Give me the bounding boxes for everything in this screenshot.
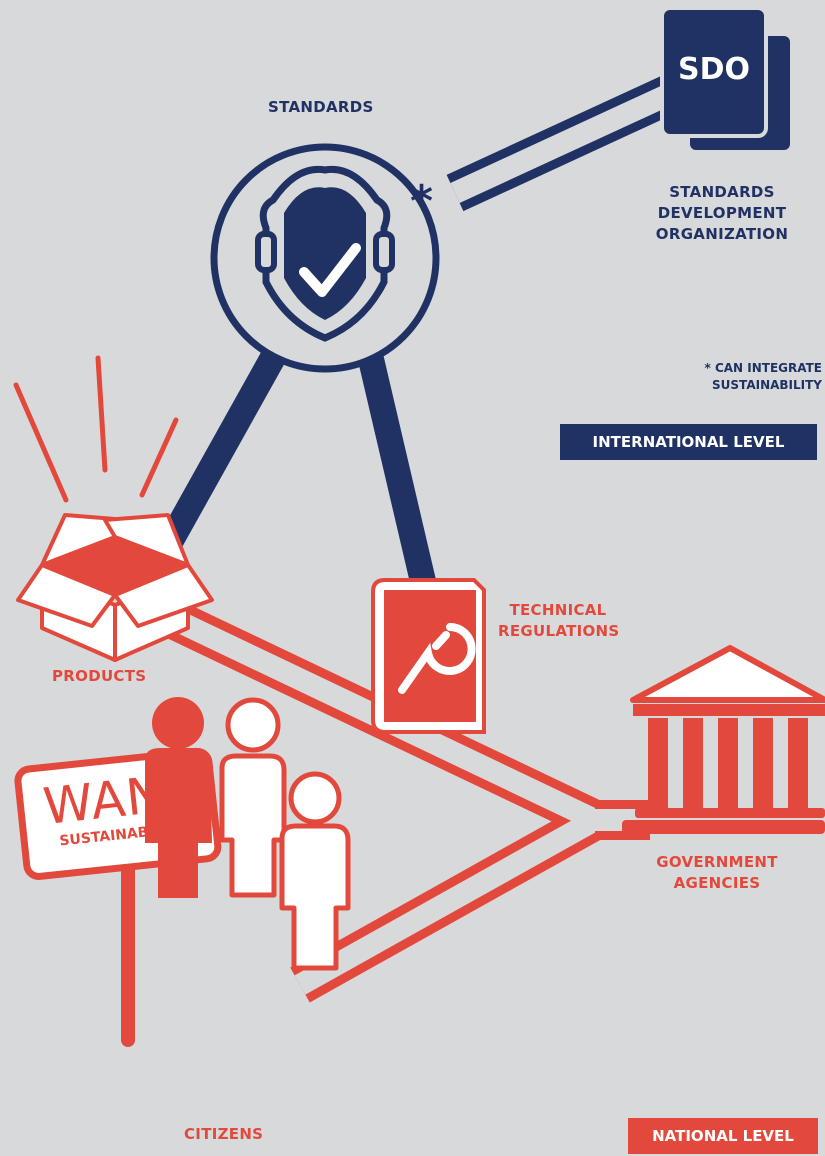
standards-to-products-connector [148, 338, 292, 567]
technical-regulations-line-2: REGULATIONS [498, 622, 620, 640]
national-connector-path [156, 596, 650, 1003]
sustainability-note-line-2: SUSTAINABILITY [712, 378, 822, 392]
sdo-description: STANDARDS DEVELOPMENT ORGANIZATION [642, 182, 802, 245]
technical-regulations-label: TECHNICAL REGULATIONS [498, 600, 620, 642]
product-box-icon [13, 355, 214, 662]
sdo-document-icon [660, 6, 794, 154]
citizen-figure-red [145, 697, 212, 898]
government-agencies-label: GOVERNMENT AGENCIES [652, 852, 782, 894]
national-level-badge: NATIONAL LEVEL [628, 1118, 818, 1154]
international-level-badge: INTERNATIONAL LEVEL [560, 424, 817, 460]
government-agencies-line-1: GOVERNMENT [656, 853, 778, 871]
sdo-description-line-3: ORGANIZATION [655, 225, 789, 243]
wrench-icon [398, 623, 476, 694]
sustainability-note: * CAN INTEGRATE SUSTAINABILITY [666, 360, 823, 394]
shield-check-icon [255, 165, 395, 342]
sustainability-note-line-1: * CAN INTEGRATE [704, 361, 823, 375]
standards-to-regulations-connector [357, 352, 438, 593]
citizens-label: CITIZENS [184, 1125, 264, 1143]
regulation-book-icon [371, 578, 486, 734]
standards-to-sdo-connector [446, 61, 709, 212]
citizen-figure-white-2 [279, 771, 351, 971]
sdo-box-label: SDO [677, 52, 750, 87]
sdo-description-line-1: STANDARDS [669, 183, 775, 201]
citizen-figure-white-1 [219, 697, 287, 898]
technical-regulations-line-1: TECHNICAL [509, 601, 607, 619]
sdo-description-line-2: DEVELOPMENT [657, 204, 787, 222]
government-building-icon [622, 645, 825, 834]
government-agencies-line-2: AGENCIES [673, 874, 761, 892]
standards-label: STANDARDS [268, 98, 374, 116]
asterisk-mark: * [410, 176, 434, 227]
products-label: PRODUCTS [52, 667, 147, 685]
